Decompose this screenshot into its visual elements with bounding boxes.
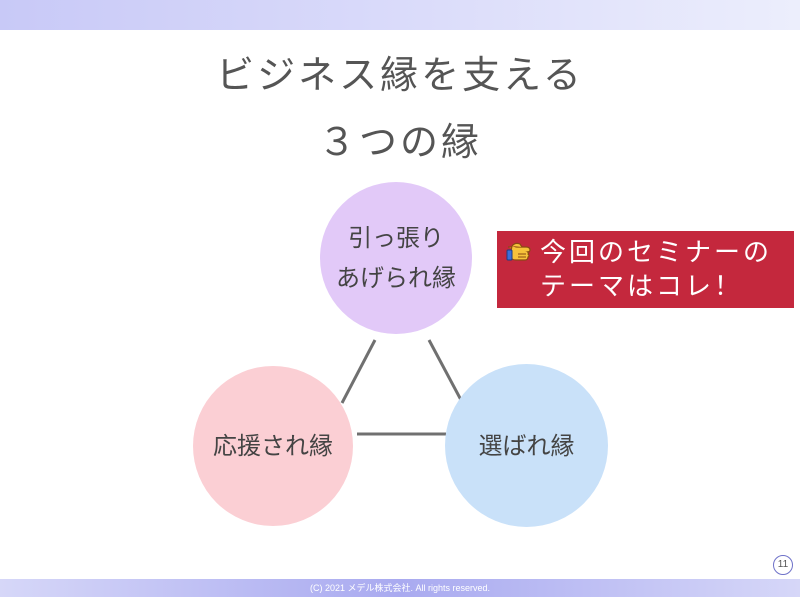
node-left-label: 応援され縁 <box>213 432 333 460</box>
connector-top-right <box>427 339 463 401</box>
connector-top-left <box>340 339 377 404</box>
copyright-footer: (C) 2021 メデル株式会社. All rights reserved. <box>309 583 491 593</box>
node-supported-connection: 応援され縁 <box>193 366 353 526</box>
header-band <box>0 0 800 30</box>
node-top-line-1: 引っ張り <box>348 224 444 252</box>
node-pulled-up-connection: 引っ張り あげられ縁 <box>320 182 472 334</box>
page-number-badge: 11 <box>773 555 793 575</box>
callout-line-1-wrap: 今回のセミナーの <box>506 236 794 270</box>
slide-title-line-2: ３つの縁 <box>317 120 482 164</box>
callout-line-1: 今回のセミナーの <box>540 238 773 268</box>
pointing-hand-icon <box>506 242 531 261</box>
seminar-theme-callout: 今回のセミナーの テーマはコレ！ <box>497 231 794 308</box>
footer-band <box>0 579 800 597</box>
node-top-line-2: あげられ縁 <box>336 264 456 292</box>
callout-line-2: テーマはコレ！ <box>540 272 744 302</box>
slide-title-line-1: ビジネス縁を支える <box>216 53 584 97</box>
node-chosen-connection: 選ばれ縁 <box>445 364 608 527</box>
node-right-label: 選ばれ縁 <box>478 431 575 460</box>
